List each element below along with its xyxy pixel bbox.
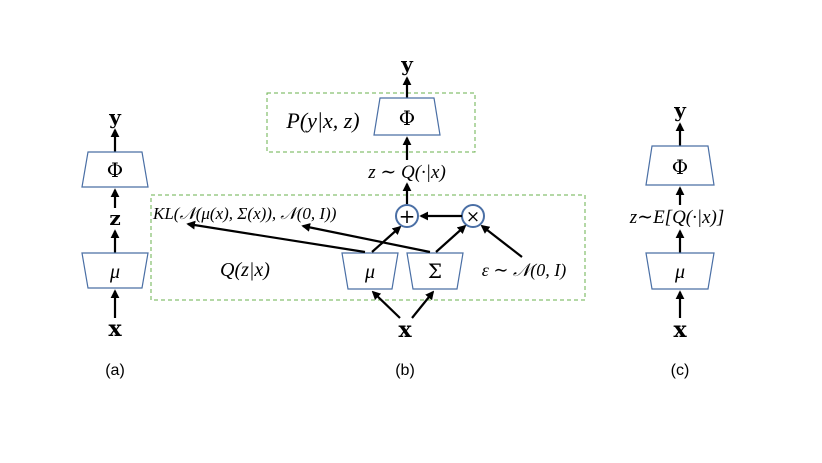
panel-c-mu-encoder — [645, 252, 715, 290]
panel-b-arrow-sigma-kl — [301, 223, 431, 254]
panel-a-caption: (a) — [105, 362, 125, 379]
panel-a: y Φ z μ x (a) — [81, 105, 149, 379]
panel-a-y-label: y — [108, 105, 122, 129]
panel-a-x-label: x — [108, 316, 122, 342]
panel-c-caption: (c) — [671, 362, 690, 379]
panel-a-z-label: z — [109, 206, 120, 230]
panel-b-decoder-box — [266, 92, 476, 153]
panel-c-z-expect-label: z∼E[Q(·|x)] — [629, 207, 725, 228]
panel-b-add-node — [395, 204, 419, 228]
panel-b: y P(y|x, z) Φ z ∼ Q(·|x) + × KL(𝒩(μ(x), … — [150, 52, 586, 379]
panel-b-arrow-x-mu — [371, 290, 401, 319]
panel-a-phi-label: Φ — [107, 158, 123, 182]
panel-b-z-sample-label: z ∼ Q(·|x) — [367, 162, 446, 183]
panel-b-mu-label: μ — [364, 261, 375, 283]
panel-b-phi-label: Φ — [399, 106, 415, 130]
panel-c-phi-decoder — [645, 145, 715, 186]
panel-b-encoder-box — [150, 194, 586, 301]
panel-b-mu-encoder — [341, 252, 399, 290]
panel-c-phi-label: Φ — [672, 155, 688, 179]
panel-b-kl-label: KL(𝒩(μ(x), Σ(x)), 𝒩(0, I)) — [152, 204, 337, 223]
panel-b-arrow-mu-kl — [186, 220, 366, 254]
panel-a-mu-encoder — [81, 252, 149, 289]
panel-c-mu-label: μ — [674, 261, 685, 283]
panel-b-times-symbol: × — [466, 207, 480, 227]
panel-b-arrow-x-sigma — [411, 290, 435, 319]
panel-b-q-label: Q(z|x) — [220, 259, 270, 281]
panel-b-arrow-mu-plus — [371, 225, 402, 253]
panel-c: y Φ z∼E[Q(·|x)] μ x (c) — [629, 98, 725, 379]
panel-a-phi-decoder — [81, 151, 149, 188]
panel-b-sigma-encoder — [406, 252, 464, 290]
panel-b-caption: (b) — [395, 362, 415, 379]
panel-b-arrow-sigma-times — [435, 224, 467, 253]
panel-b-phi-decoder — [373, 97, 441, 136]
panel-c-x-label: x — [673, 317, 687, 343]
panel-b-y-label: y — [400, 52, 414, 76]
panel-b-epsilon-label: ε ∼ 𝒩(0, I) — [482, 260, 566, 281]
panel-b-arrow-eps-times — [480, 224, 523, 258]
panel-c-y-label: y — [673, 98, 687, 122]
panel-b-sigma-label: Σ — [428, 259, 442, 283]
panel-a-mu-label: μ — [109, 261, 120, 283]
panel-b-p-label: P(y|x, z) — [285, 108, 359, 133]
panel-b-plus-symbol: + — [399, 204, 416, 228]
panel-b-x-label: x — [398, 317, 412, 343]
